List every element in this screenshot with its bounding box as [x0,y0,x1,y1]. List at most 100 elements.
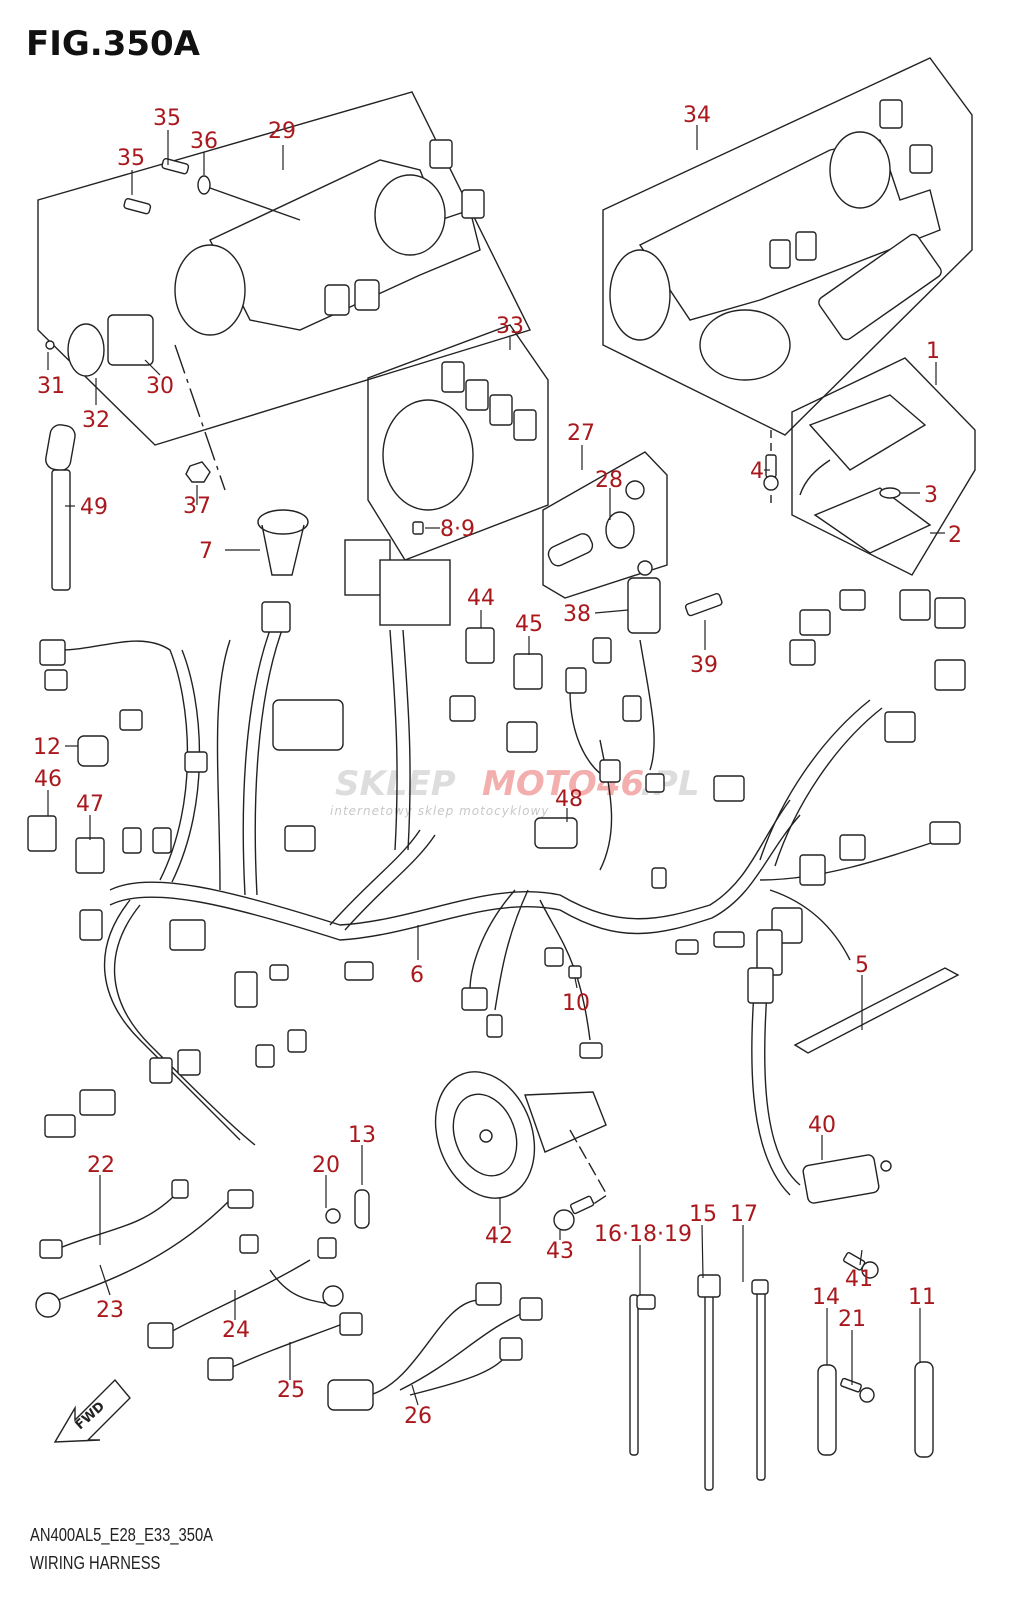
fuel-cap [699,309,791,381]
cable-tie-15-clip [697,1274,721,1298]
horn-ring [452,1093,518,1177]
callout-23: 23 [96,1298,124,1323]
callout-38: 38 [563,602,591,627]
group-box-27 [542,451,668,599]
connector [147,1322,174,1349]
sub-harness-26-branch2 [409,1349,511,1396]
switch-38 [627,577,661,634]
callout-34: 34 [683,103,711,128]
callout-14: 14 [812,1285,840,1310]
callout-22: 22 [87,1153,115,1178]
callout-39: 39 [690,653,718,678]
relay-45 [513,653,543,690]
connector [119,709,143,731]
connector [799,609,831,636]
switch-housing [174,244,246,336]
callout-5: 5 [855,953,869,978]
connector [592,637,612,664]
washer-36 [197,175,211,195]
sub-harness-23 [57,1199,231,1301]
connector [579,1042,603,1059]
key-blank [489,394,513,426]
callout-3: 3 [924,483,938,508]
callout-44: 44 [467,586,495,611]
connector [177,1049,201,1076]
watermark: SKLEP MOTO46 .PL internetowy sklep motoc… [330,764,700,818]
sub-harness-22 [54,1194,176,1251]
sub-harness-25 [229,1324,341,1369]
screw-4-head [763,475,779,491]
section-title: WIRING HARNESS [30,1553,161,1573]
fuse [412,521,424,535]
connector [255,1044,275,1068]
connector [675,939,699,955]
key-head [429,139,453,169]
switch-housing [609,249,671,341]
callout-33: 33 [496,314,524,339]
callout-45: 45 [515,612,543,637]
connector [261,601,291,633]
clamp-plate-13 [354,1189,370,1229]
cable-tie-16 [629,1294,639,1456]
bolt-43-head [553,1209,575,1231]
connector [322,1285,344,1307]
socket-cap-28 [605,511,635,549]
screw [45,340,55,350]
connector [39,1239,63,1259]
lock-cylinder [374,174,446,256]
group-box-34 [602,57,973,436]
connector-cover-12 [77,735,109,767]
callout-13: 13 [348,1123,376,1148]
callout-29: 29 [268,119,296,144]
key-head [909,144,933,174]
callout-30: 30 [146,374,174,399]
callout-17: 17 [730,1202,758,1227]
key-blank [354,279,380,311]
key-blank [441,361,465,393]
callout-25: 25 [277,1378,305,1403]
connector [934,597,966,629]
callout-32: 32 [82,408,110,433]
callout-37: 37 [183,494,211,519]
connector [799,854,826,886]
connector [152,827,172,854]
figure-title: FIG.350A [26,24,200,64]
group-outline-34 [602,57,973,436]
connector [169,919,206,951]
callout-46: 46 [34,767,62,792]
connector [35,1292,61,1318]
seat-lock [818,233,942,341]
ecu-connector [272,699,344,751]
callouts: 35 35 36 29 31 32 30 34 33 1 4 3 2 27 28… [33,103,962,1429]
connector [651,867,667,889]
connector [506,721,538,753]
group-box-33 [367,324,549,561]
connector [234,971,258,1008]
connector [486,1014,503,1038]
group-outline-1 [791,357,976,576]
callout-15: 15 [689,1202,717,1227]
callout-24: 24 [222,1318,250,1343]
key-head [461,189,485,219]
group-outline-33 [367,324,549,561]
clamp-14 [817,1364,837,1456]
connector [269,964,289,981]
connector [789,639,816,666]
connector [713,775,745,802]
connector [747,967,774,1004]
key-blank [324,284,350,316]
plate [67,323,105,377]
bolt-41-shank [843,1252,866,1271]
connector [461,987,488,1011]
key-blank [795,231,817,261]
main-harness-6 [59,629,941,1196]
connector [645,773,665,793]
screw-21-head [859,1387,875,1403]
connector [339,1312,363,1336]
connector-10 [568,965,582,979]
callout-8-9: 8·9 [440,517,475,542]
switch-40 [802,1154,880,1204]
leader-dash [209,187,301,221]
ignition-switch [107,314,154,366]
horn-center [479,1129,493,1143]
